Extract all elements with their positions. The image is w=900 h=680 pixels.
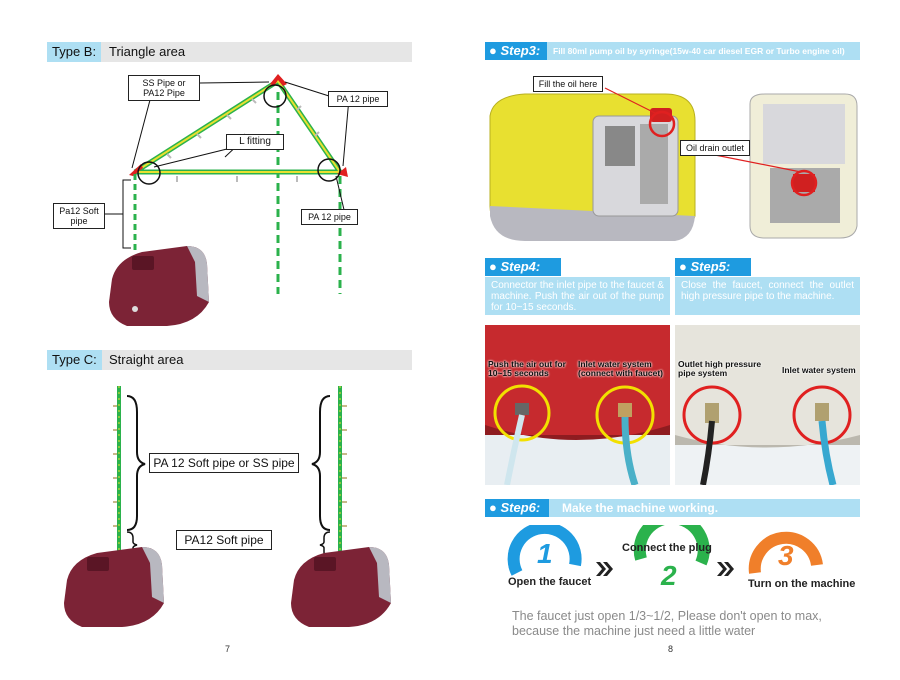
step-number-2: 2 bbox=[661, 560, 677, 591]
type-c-title: Straight area bbox=[109, 352, 184, 367]
pa12-soft-pipe-label: PA12 Soft pipe bbox=[176, 530, 272, 550]
step4-header: ● Step4: bbox=[485, 258, 670, 276]
inlet-water-label: Inlet water system bbox=[782, 365, 856, 375]
ss-pipe-label: SS Pipe or PA12 Pipe bbox=[128, 75, 200, 101]
step3-tag: ● Step3: bbox=[485, 42, 547, 60]
step3-header: ● Step3: Fill 80ml pump oil by syringe(1… bbox=[485, 42, 860, 60]
step6-tag: ● Step6: bbox=[485, 499, 549, 517]
outlet-hp-label: Outlet high pressure pipe system bbox=[678, 359, 762, 378]
type-c-header: Type C: Straight area bbox=[47, 350, 412, 370]
step4-text: Connector the inlet pipe to the faucet &… bbox=[485, 277, 670, 315]
fill-oil-label: Fill the oil here bbox=[533, 76, 603, 92]
oil-drain-label: Oil drain outlet bbox=[680, 140, 750, 156]
step-label-2: Connect the plug bbox=[622, 542, 712, 554]
step4-photo bbox=[485, 325, 670, 485]
step6-header: ● Step6: Make the machine working. bbox=[485, 499, 860, 517]
push-air-label: Push the air out for 10~15 seconds bbox=[488, 359, 566, 378]
step5-text: Close the faucet, connect the outlet hig… bbox=[675, 277, 860, 315]
step-label-3: Turn on the machine bbox=[748, 578, 856, 590]
step-label-1: Open the faucet bbox=[508, 576, 592, 588]
step4-tag: ● Step4: bbox=[485, 258, 561, 276]
step6-note: The faucet just open 1/3~1/2, Please don… bbox=[512, 609, 822, 638]
triangle-diagram bbox=[105, 74, 350, 326]
step-number-3: 3 bbox=[778, 540, 794, 571]
pump-icon-left bbox=[64, 547, 164, 627]
step-number-1: 1 bbox=[537, 538, 553, 569]
type-b-header: Type B: Triangle area bbox=[47, 42, 412, 62]
steps-diagram bbox=[507, 525, 823, 576]
page-number-left: 7 bbox=[225, 644, 231, 654]
step3-desc: Fill 80ml pump oil by syringe(15w-40 car… bbox=[553, 46, 845, 56]
pa12-pipe-right-label: PA 12 pipe bbox=[301, 209, 358, 225]
straight-diagram bbox=[64, 386, 391, 627]
step6-desc: Make the machine working. bbox=[562, 501, 719, 515]
type-b-tag: Type B: bbox=[47, 42, 102, 62]
type-b-title: Triangle area bbox=[109, 44, 186, 59]
machine-illustration bbox=[489, 87, 858, 241]
pa12-pipe-top-label: PA 12 pipe bbox=[328, 91, 388, 107]
step5-photo bbox=[675, 325, 860, 485]
pa12-soft-or-ss-label: PA 12 Soft pipe or SS pipe bbox=[149, 453, 299, 473]
page-number-right: 8 bbox=[668, 644, 674, 654]
type-c-tag: Type C: bbox=[47, 350, 102, 370]
pump-icon-right bbox=[291, 547, 391, 627]
pa12-soft-label: Pa12 Soft pipe bbox=[53, 203, 105, 229]
step5-tag: ● Step5: bbox=[675, 258, 751, 276]
l-fitting-label: L fitting bbox=[226, 134, 284, 150]
pump-icon bbox=[109, 246, 209, 326]
step5-header: ● Step5: bbox=[675, 258, 860, 276]
inlet-faucet-label: Inlet water system (connect with faucet) bbox=[578, 359, 664, 378]
